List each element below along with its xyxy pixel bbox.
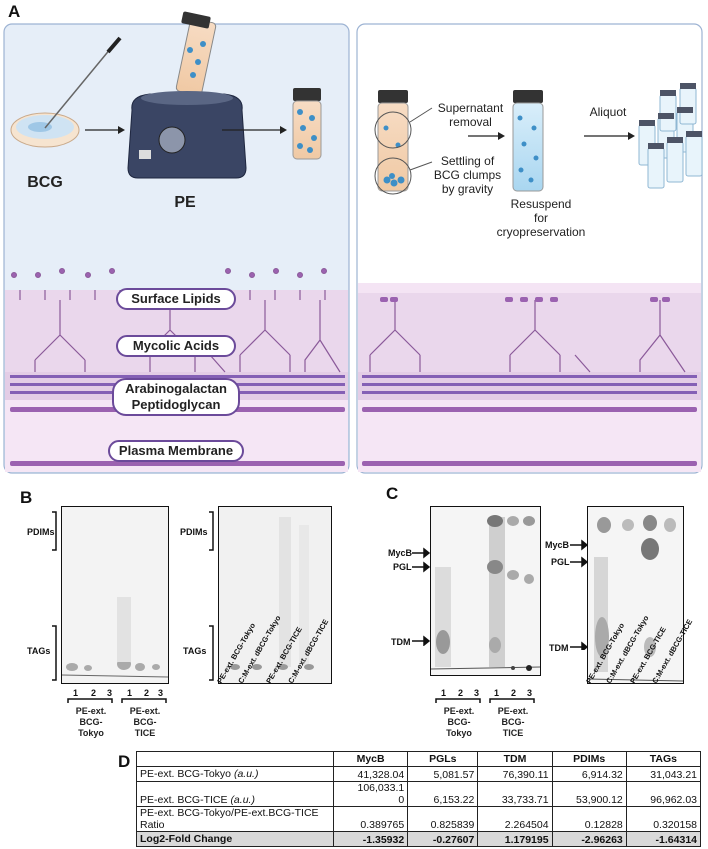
surface-lipids-label: Surface Lipids — [116, 288, 236, 310]
header-tdm: TDM — [477, 751, 553, 767]
resuspended-vial-icon — [512, 90, 544, 192]
cell: 0.320158 — [625, 806, 702, 832]
c2-tdm-label: TDM — [549, 643, 569, 653]
pe-label: PE — [174, 194, 196, 211]
panel-b-letter: B — [20, 488, 33, 507]
arabinogalactan-peptidoglycan-label: Arabinogalactan Peptidoglycan — [112, 378, 240, 416]
header-pdims: PDIMs — [551, 751, 627, 767]
row-label: PE-ext. BCG-Tokyo (a.u.) — [136, 766, 334, 782]
tlc-plate-c1 — [430, 506, 541, 676]
cell: 1.179195 — [477, 831, 553, 847]
cell: -2.96263 — [551, 831, 627, 847]
cell: 33,733.71 — [477, 781, 553, 807]
c1-lane-4: 1 — [494, 688, 500, 698]
b1-tags-label: TAGs — [27, 646, 51, 656]
b1-group-tokyo: PE-ext. BCG- Tokyo — [75, 706, 107, 738]
aliquot-label: Aliquot — [589, 105, 627, 119]
header-tags: TAGs — [625, 751, 702, 767]
cell: 6,914.32 — [551, 766, 627, 782]
b1-group-tice: PE-ext. BCG- TICE — [129, 706, 161, 738]
supernatant-label: Supernatant removal — [437, 101, 504, 129]
mycolic-acids-label: Mycolic Acids — [116, 335, 236, 357]
plasma-membrane-label: Plasma Membrane — [108, 440, 244, 462]
bcg-label: BCG — [27, 174, 63, 191]
sample-vial-icon — [292, 88, 322, 160]
row-label: PE-ext. BCG-Tokyo/PE-ext.BCG-TICE Ratio — [136, 806, 334, 832]
panel-a-figure — [3, 11, 703, 474]
cell: 31,043.21 — [625, 766, 702, 782]
cell: 96,962.03 — [625, 781, 702, 807]
cell: 106,033.1 0 — [332, 781, 409, 807]
table-row: PE-ext. BCG-Tokyo/PE-ext.BCG-TICE Ratio … — [136, 806, 702, 832]
header-blank — [136, 751, 334, 767]
panel-a-letter: A — [8, 2, 21, 21]
b1-group-brackets — [67, 698, 167, 703]
resuspend-label: Resuspend for cryopreservation — [496, 197, 586, 239]
b1-pdims-label: PDIMs — [27, 527, 55, 537]
petri-dish-icon — [10, 36, 122, 148]
settling-vial-icon — [374, 90, 433, 195]
c1-lane-1: 1 — [441, 688, 447, 698]
b1-brackets — [52, 511, 57, 681]
c1-group-tice: PE-ext. BCG- TICE — [497, 706, 529, 738]
c1-group-tokyo: PE-ext. BCG- Tokyo — [443, 706, 475, 738]
cell: -0.27607 — [407, 831, 479, 847]
c1-mycb-label: MycB — [388, 548, 413, 558]
b1-lane-2: 2 — [91, 688, 97, 698]
row-label: PE-ext. BCG-TICE (a.u.) — [136, 781, 334, 807]
cell: 6,153.22 — [407, 781, 479, 807]
b2-brackets — [209, 511, 214, 681]
settling-label: Settling of BCG clumps by gravity — [433, 154, 502, 196]
c1-lane-2: 2 — [458, 688, 464, 698]
cell: 41,328.04 — [332, 766, 409, 782]
c2-pgl-label: PGL — [551, 557, 570, 567]
panel-d-letter: D — [118, 752, 131, 771]
b2-pdims-label: PDIMs — [180, 527, 208, 537]
row-label: Log2-Fold Change — [136, 831, 334, 847]
cell: 0.389765 — [332, 806, 409, 832]
table-row: PE-ext. BCG-Tokyo (a.u.) 41,328.04 5,081… — [136, 766, 702, 782]
c1-group-brackets — [435, 698, 535, 703]
table-row: Log2-Fold Change -1.35932 -0.27607 1.179… — [136, 831, 702, 847]
c1-lane-5: 2 — [511, 688, 517, 698]
tlc-plate-c2 — [587, 506, 684, 684]
cell: -1.64314 — [625, 831, 702, 847]
aliquot-vials-icon — [638, 87, 703, 189]
cell: 5,081.57 — [407, 766, 479, 782]
b2-tags-label: TAGs — [183, 646, 207, 656]
c1-tdm-label: TDM — [391, 637, 411, 647]
header-mycb: MycB — [332, 751, 409, 767]
b1-lane-1: 1 — [73, 688, 79, 698]
vortexer-icon — [127, 11, 247, 179]
cell: 0.12828 — [551, 806, 627, 832]
c1-pgl-label: PGL — [393, 562, 412, 572]
b1-lane-6: 3 — [158, 688, 164, 698]
panel-c-letter: C — [386, 484, 399, 503]
table-header-row: MycB PGLs TDM PDIMs TAGs — [136, 751, 702, 767]
b1-lane-4: 1 — [127, 688, 133, 698]
c2-mycb-label: MycB — [545, 540, 570, 550]
cell: -1.35932 — [332, 831, 409, 847]
c1-lane-6: 3 — [527, 688, 533, 698]
cell: 76,390.11 — [477, 766, 553, 782]
table-row: PE-ext. BCG-TICE (a.u.) 106,033.1 0 6,15… — [136, 781, 702, 807]
fold-change-table: MycB PGLs TDM PDIMs TAGs PE-ext. BCG-Tok… — [136, 751, 702, 847]
tlc-plate-b1 — [61, 506, 169, 684]
c1-arrows — [412, 547, 430, 646]
c1-lane-3: 3 — [474, 688, 480, 698]
header-pgls: PGLs — [407, 751, 479, 767]
c2-arrows — [570, 539, 588, 650]
tlc-plate-b2 — [218, 506, 332, 684]
cell: 2.264504 — [477, 806, 553, 832]
b1-lane-3: 3 — [107, 688, 113, 698]
cell-wall-delipidated-diagram — [358, 283, 701, 472]
b1-lane-5: 2 — [144, 688, 150, 698]
cell: 53,900.12 — [551, 781, 627, 807]
cell: 0.825839 — [407, 806, 479, 832]
